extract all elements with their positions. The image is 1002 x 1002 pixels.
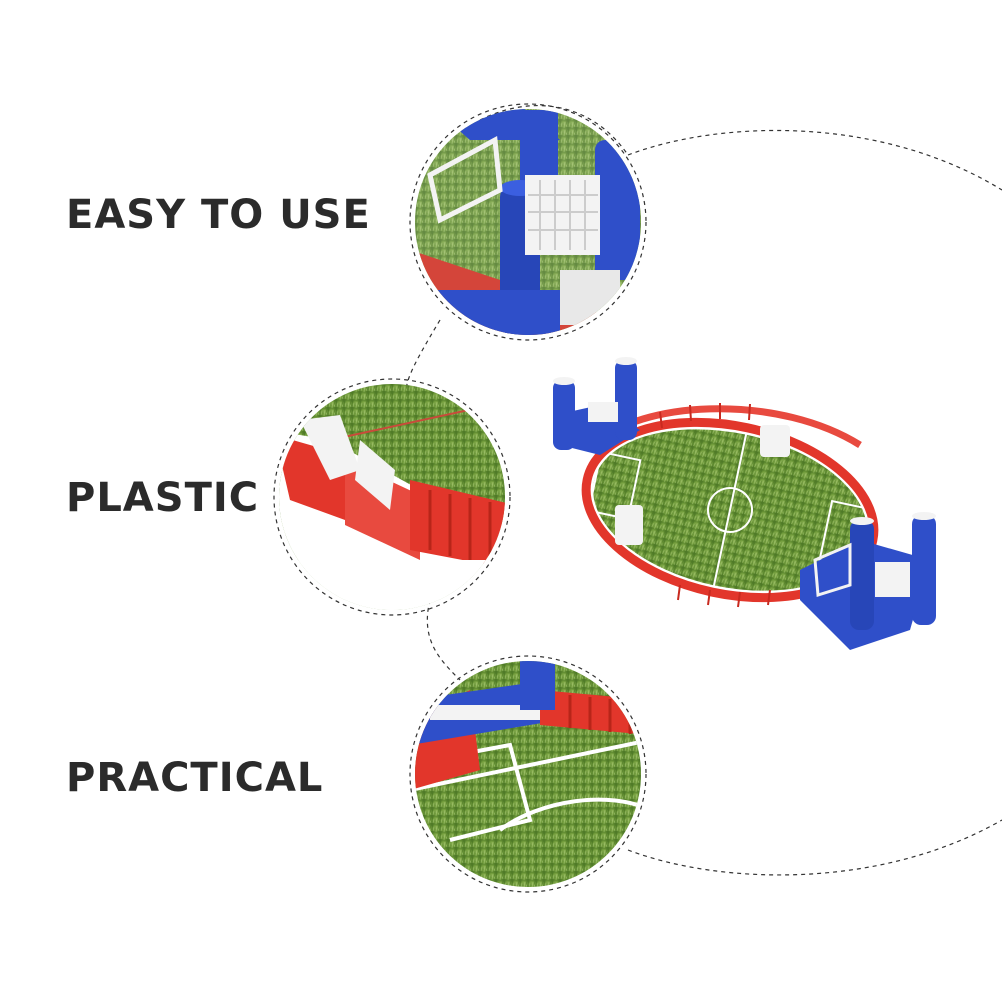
football-table-toy-photo [553, 357, 936, 650]
feature-label-easy-to-use: EASY TO USE [66, 192, 371, 238]
goal-closeup-photo [415, 109, 641, 335]
dashed-connector-lines [273, 103, 1002, 893]
plastic-rail-closeup-photo [279, 384, 505, 610]
pitch-corner-closeup-photo [415, 661, 641, 887]
feature-label-plastic: PLASTIC [66, 475, 260, 521]
feature-label-practical: PRACTICAL [66, 755, 324, 801]
